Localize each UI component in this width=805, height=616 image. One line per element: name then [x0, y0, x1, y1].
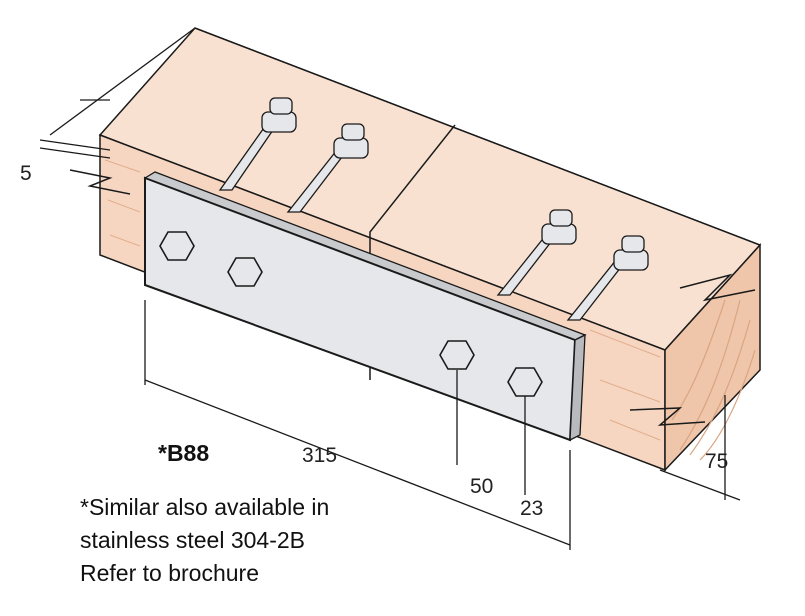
break-mark-right-top: [679, 273, 756, 302]
dim-bolt-spacing: 50: [470, 475, 493, 498]
break-mark-right-bottom: [629, 407, 706, 426]
dim-edge-distance: 23: [520, 497, 543, 520]
dimension-lines: [39, 27, 761, 550]
hex-bolt-heads: [159, 231, 543, 397]
note-line-1: *Similar also available in: [80, 494, 330, 520]
product-code: *B88: [158, 440, 210, 466]
end-grain: [671, 299, 756, 461]
dim-length: 315: [302, 444, 337, 467]
timber-end-face: [664, 243, 761, 472]
break-mark-left: [69, 169, 131, 195]
timber-grain: [104, 159, 661, 441]
dim-height: 75: [705, 450, 728, 473]
plate-side-edge: [569, 333, 586, 442]
note-line-3: Refer to brochure: [80, 560, 259, 586]
note-line-2: stainless steel 304-2B: [80, 527, 306, 553]
bolt-nuts-top: [261, 97, 649, 271]
dim-thickness: 5: [20, 162, 32, 185]
